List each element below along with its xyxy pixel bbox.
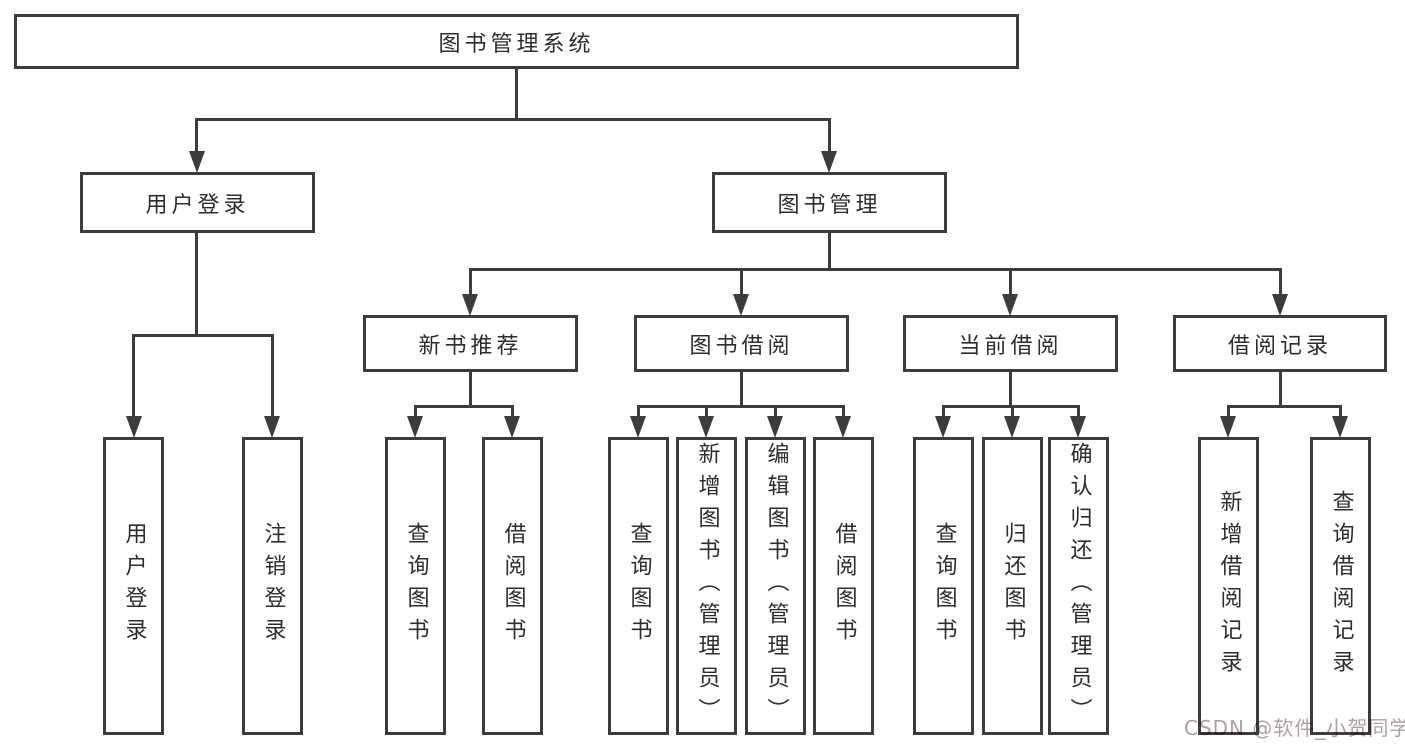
connector-line [469,268,1281,271]
arrowhead-icon [1070,416,1086,438]
arrowhead-icon [189,151,205,173]
connector-line [828,233,831,271]
leaf-label: 确认归还（管理员） [1066,442,1092,730]
node-label: 新书推荐 [418,333,523,359]
connector-line [515,69,518,121]
csdn-watermark: CSDN @软件_小贺同学 [1184,716,1405,740]
node-label: 图书管理系统 [438,31,595,57]
arrowhead-icon [821,151,837,173]
node-current-borrowing: 当前借阅 [903,315,1118,372]
arrowhead-icon [264,416,280,438]
leaf-label: 新增图书（管理员） [694,442,720,730]
leaf-query-borrow-record: 查询借阅记录 [1310,437,1371,735]
connector-line [1227,405,1230,420]
node-label: 用户登录 [145,192,250,218]
arrowhead-icon [1220,416,1236,438]
leaf-return-books: 归还图书 [982,437,1043,735]
leaf-query-books-current: 查询图书 [913,437,974,735]
leaf-label: 查询图书 [403,522,429,650]
node-user-login: 用户登录 [80,172,315,233]
leaf-label: 查询图书 [626,522,652,650]
leaf-label: 新增借阅记录 [1216,490,1242,682]
leaf-logout: 注销登录 [242,437,303,735]
arrowhead-icon [935,416,951,438]
connector-line [1011,405,1014,420]
leaf-label: 用户登录 [121,522,147,650]
arrowhead-icon [126,416,142,438]
connector-line [942,405,945,420]
connector-line [132,334,274,337]
connector-line [740,268,743,298]
node-book-management: 图书管理 [712,172,947,233]
arrowhead-icon [1272,294,1288,316]
connector-line [271,334,274,420]
leaf-label: 归还图书 [1000,522,1026,650]
arrowhead-icon [462,294,478,316]
arrowhead-icon [1332,416,1348,438]
leaf-label: 注销登录 [260,522,286,650]
connector-line [1077,405,1080,420]
node-library-management-system: 图书管理系统 [14,14,1019,69]
leaf-label: 查询借阅记录 [1328,490,1354,682]
node-label: 借阅记录 [1227,333,1332,359]
arrowhead-icon [698,416,714,438]
connector-line [414,405,417,420]
arrowhead-icon [835,416,851,438]
leaf-query-books-recommend: 查询图书 [385,437,446,735]
connector-line [637,405,845,408]
connector-line [414,405,514,408]
connector-line [705,405,708,420]
leaf-edit-books-admin: 编辑图书（管理员） [745,437,806,735]
connector-line [195,118,198,158]
arrowhead-icon [767,416,783,438]
connector-line [1339,405,1342,420]
connector-line [637,405,640,420]
leaf-label: 借阅图书 [500,522,526,650]
connector-line [196,118,830,121]
connector-line [774,405,777,420]
arrowhead-icon [504,416,520,438]
connector-line [1009,372,1012,408]
arrowhead-icon [630,416,646,438]
node-borrowing-records: 借阅记录 [1173,315,1387,372]
leaf-user-login: 用户登录 [103,437,164,735]
connector-line [1279,268,1282,298]
leaf-borrow-books: 借阅图书 [813,437,874,735]
node-label: 图书管理 [777,192,882,218]
arrowhead-icon [407,416,423,438]
connector-line [132,334,135,420]
leaf-label: 借阅图书 [831,522,857,650]
leaf-add-borrow-record: 新增借阅记录 [1198,437,1259,735]
connector-line [195,233,198,337]
connector-line [842,405,845,420]
leaf-add-books-admin: 新增图书（管理员） [676,437,737,735]
leaf-label: 编辑图书（管理员） [763,442,789,730]
leaf-borrow-books-recommend: 借阅图书 [482,437,543,735]
connector-line [1009,268,1012,298]
connector-line [469,372,472,408]
connector-line [1279,372,1282,408]
node-book-borrowing: 图书借阅 [634,315,849,372]
connector-line [828,118,831,158]
connector-line [511,405,514,420]
leaf-confirm-return-admin: 确认归还（管理员） [1048,437,1109,735]
connector-line [1227,405,1342,408]
node-new-book-recommendation: 新书推荐 [363,315,578,372]
leaf-query-books: 查询图书 [608,437,669,735]
arrowhead-icon [1004,416,1020,438]
node-label: 当前借阅 [958,333,1063,359]
connector-line [740,372,743,408]
node-label: 图书借阅 [689,333,794,359]
arrowhead-icon [733,294,749,316]
connector-line [469,268,472,298]
leaf-label: 查询图书 [931,522,957,650]
arrowhead-icon [1002,294,1018,316]
